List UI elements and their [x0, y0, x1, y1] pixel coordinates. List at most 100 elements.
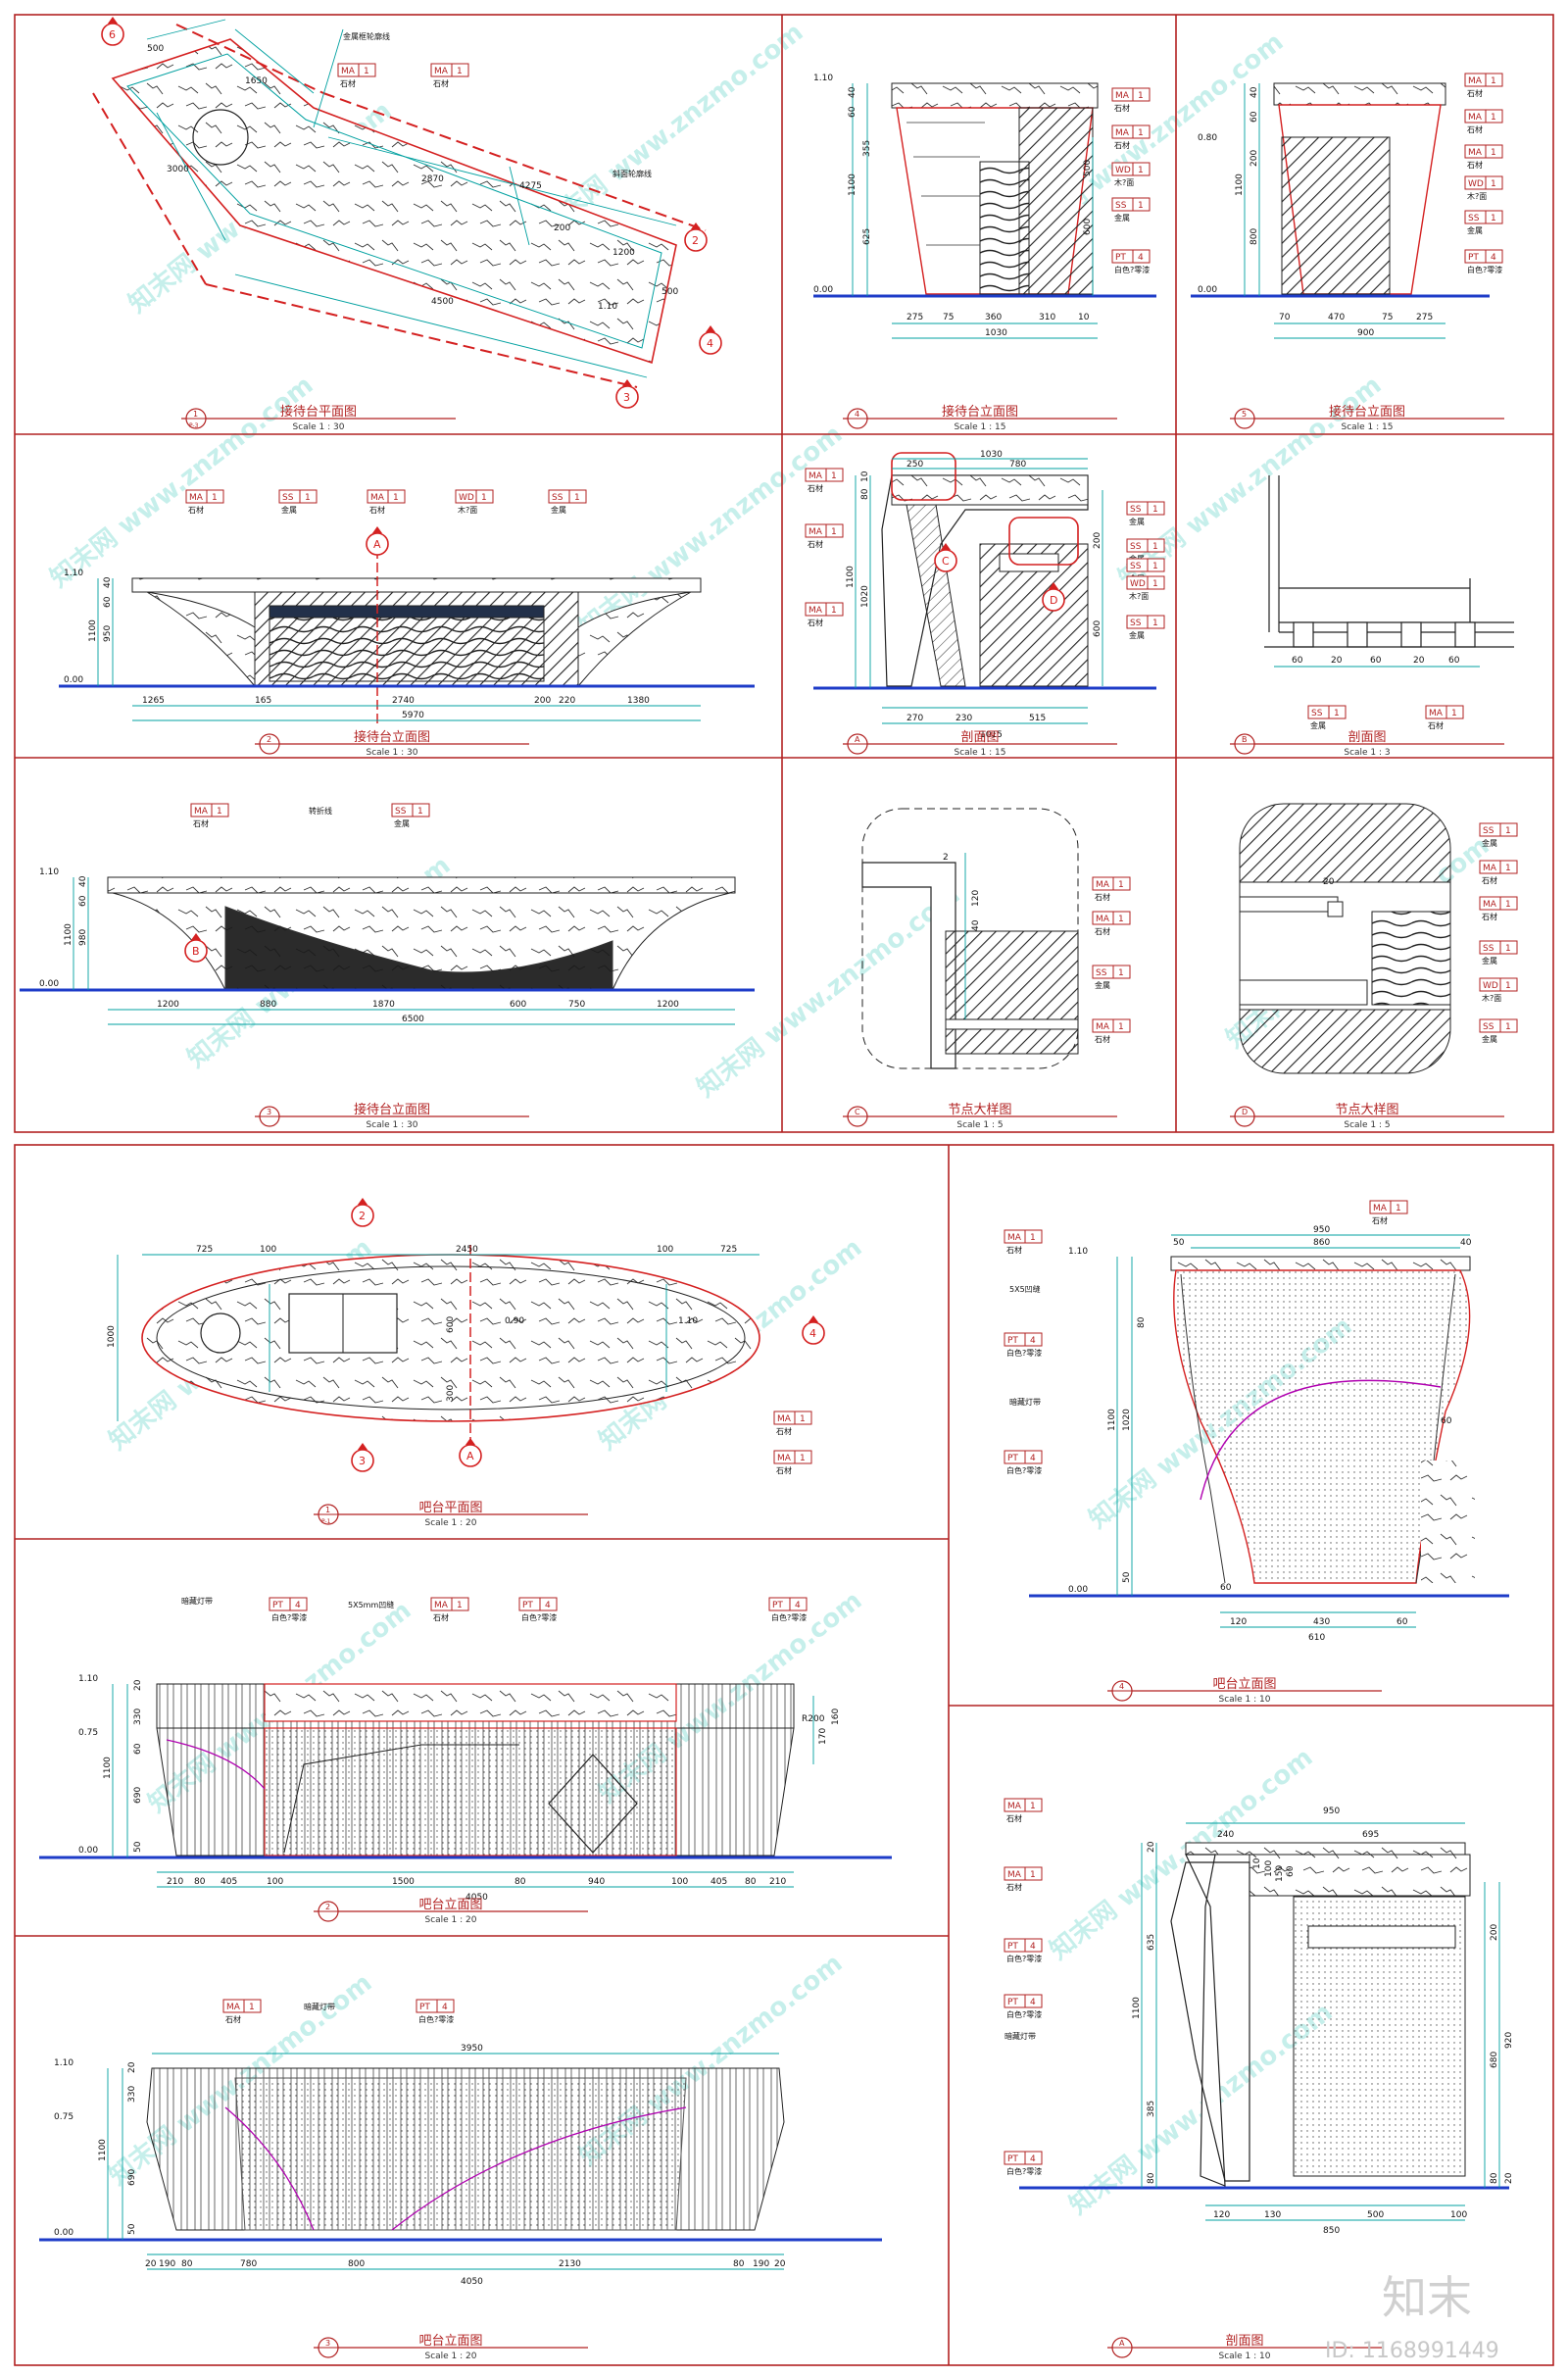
- marker-label: 3: [623, 391, 630, 404]
- material-code: PT: [522, 1601, 533, 1610]
- note-led: 暗藏灯带: [181, 1596, 213, 1606]
- title-scale: Scale 1 : 15: [1341, 422, 1393, 432]
- material-code: MA: [777, 1454, 792, 1463]
- dim: 50: [133, 1841, 143, 1853]
- dim: 120: [1213, 2210, 1230, 2220]
- title-number: 1: [325, 1506, 330, 1514]
- dim: 1265: [142, 696, 165, 706]
- section-marker-a: A: [459, 1438, 482, 1467]
- material-code: SS: [1130, 619, 1142, 628]
- dim: 60: [1396, 1617, 1408, 1627]
- material-code: MA: [808, 527, 823, 537]
- note-led: 暗藏灯带: [304, 2002, 335, 2011]
- dim: 2740: [392, 696, 415, 706]
- material-tag-box: [1479, 977, 1518, 992]
- section-marker-b: B: [184, 933, 208, 963]
- marker-label: A: [373, 538, 381, 551]
- dim: 80: [745, 1877, 757, 1887]
- material-name: 白色?零漆: [1006, 1465, 1042, 1475]
- plan-round-feature: [192, 109, 249, 166]
- material-name: 石材: [1482, 912, 1497, 921]
- dim: 240: [1217, 1830, 1234, 1840]
- dim: 385: [1147, 2101, 1156, 2117]
- hatched-section-body: [979, 543, 1089, 687]
- material-tag-box: [1004, 2151, 1043, 2165]
- title-scale: Scale 1 : 5: [1344, 1120, 1390, 1130]
- dim: 3950: [461, 2044, 483, 2054]
- plan-dimension-lines: [146, 19, 677, 378]
- material-tag-box: [416, 1999, 455, 2013]
- material-name: 石材: [1114, 140, 1130, 150]
- material-name: 金属: [1129, 517, 1145, 526]
- watermark-text: 知末网 www.znzmo.com: [45, 371, 319, 594]
- dim: 80: [1490, 2172, 1499, 2184]
- material-tag-box: [1092, 965, 1131, 979]
- material-tag-box: [1004, 1450, 1043, 1464]
- material-code: SS: [1130, 562, 1142, 571]
- title-text: 吧台立面图: [418, 1898, 482, 1912]
- material-code: SS: [1096, 968, 1107, 978]
- material-code: MA: [370, 493, 385, 503]
- detail-c-callout: [891, 452, 956, 501]
- material-tag-box: [1111, 249, 1151, 264]
- material-number: 1: [831, 606, 837, 616]
- material-tag-box: [1479, 1018, 1518, 1033]
- dim: 750: [568, 1000, 585, 1010]
- material-name: 石材: [433, 1612, 449, 1622]
- material-code: MA: [434, 1601, 449, 1610]
- material-code: PT: [1115, 253, 1126, 263]
- marker-label: B: [192, 945, 200, 958]
- plan-dim-2870: 2870: [421, 174, 444, 184]
- material-tag-box: [1004, 1332, 1043, 1347]
- hatched-detail-body: [945, 930, 1079, 1055]
- dim: 170: [818, 1728, 828, 1745]
- material-number: 1: [1491, 113, 1496, 123]
- material-number: 1: [1030, 1233, 1036, 1243]
- dim: 850: [1323, 2226, 1340, 2236]
- material-number: 1: [1152, 562, 1158, 571]
- material-tag-box: [1464, 210, 1503, 224]
- material-number: 1: [249, 2003, 255, 2012]
- dim: 780: [1009, 460, 1026, 470]
- dim: 60: [848, 106, 858, 118]
- dim: 100: [1264, 1860, 1274, 1877]
- dim: 130: [1264, 2210, 1281, 2220]
- level-1-10: 1.10: [54, 2058, 74, 2068]
- material-number: 1: [1138, 201, 1144, 211]
- dim: 50: [1173, 1238, 1185, 1248]
- section-marker-2: 2: [351, 1198, 374, 1227]
- title-number: 2: [267, 735, 271, 744]
- dim: 1020: [860, 585, 870, 608]
- led-curve: [224, 2106, 315, 2231]
- title-number: 1: [193, 410, 198, 419]
- material-tag-box: [1004, 1229, 1043, 1244]
- material-tag-box: [1126, 558, 1165, 572]
- dim: 150: [1275, 1865, 1285, 1882]
- panel-section-a: C D 1030 250 780 10 80 1100 1020 200 600…: [805, 450, 1165, 740]
- material-code: MA: [1007, 1233, 1022, 1243]
- material-code: MA: [1468, 76, 1483, 86]
- marker-label: 2: [359, 1210, 366, 1222]
- title-text: 吧台立面图: [418, 2334, 482, 2349]
- panel-bar-section: 950 240 695 10 100 150 60 20 635 1100 38…: [1004, 1798, 1514, 2236]
- plan-dim-3000: 3000: [167, 165, 189, 174]
- material-number: 1: [1118, 915, 1124, 924]
- material-number: 4: [1030, 1998, 1036, 2007]
- material-tag-box: [337, 63, 376, 77]
- dim: 100: [1450, 2210, 1467, 2220]
- material-name: 金属: [551, 505, 566, 515]
- dim: 1100: [1132, 1997, 1142, 2019]
- material-number: 4: [1138, 253, 1144, 263]
- title-scale: Scale 1 : 30: [366, 748, 417, 758]
